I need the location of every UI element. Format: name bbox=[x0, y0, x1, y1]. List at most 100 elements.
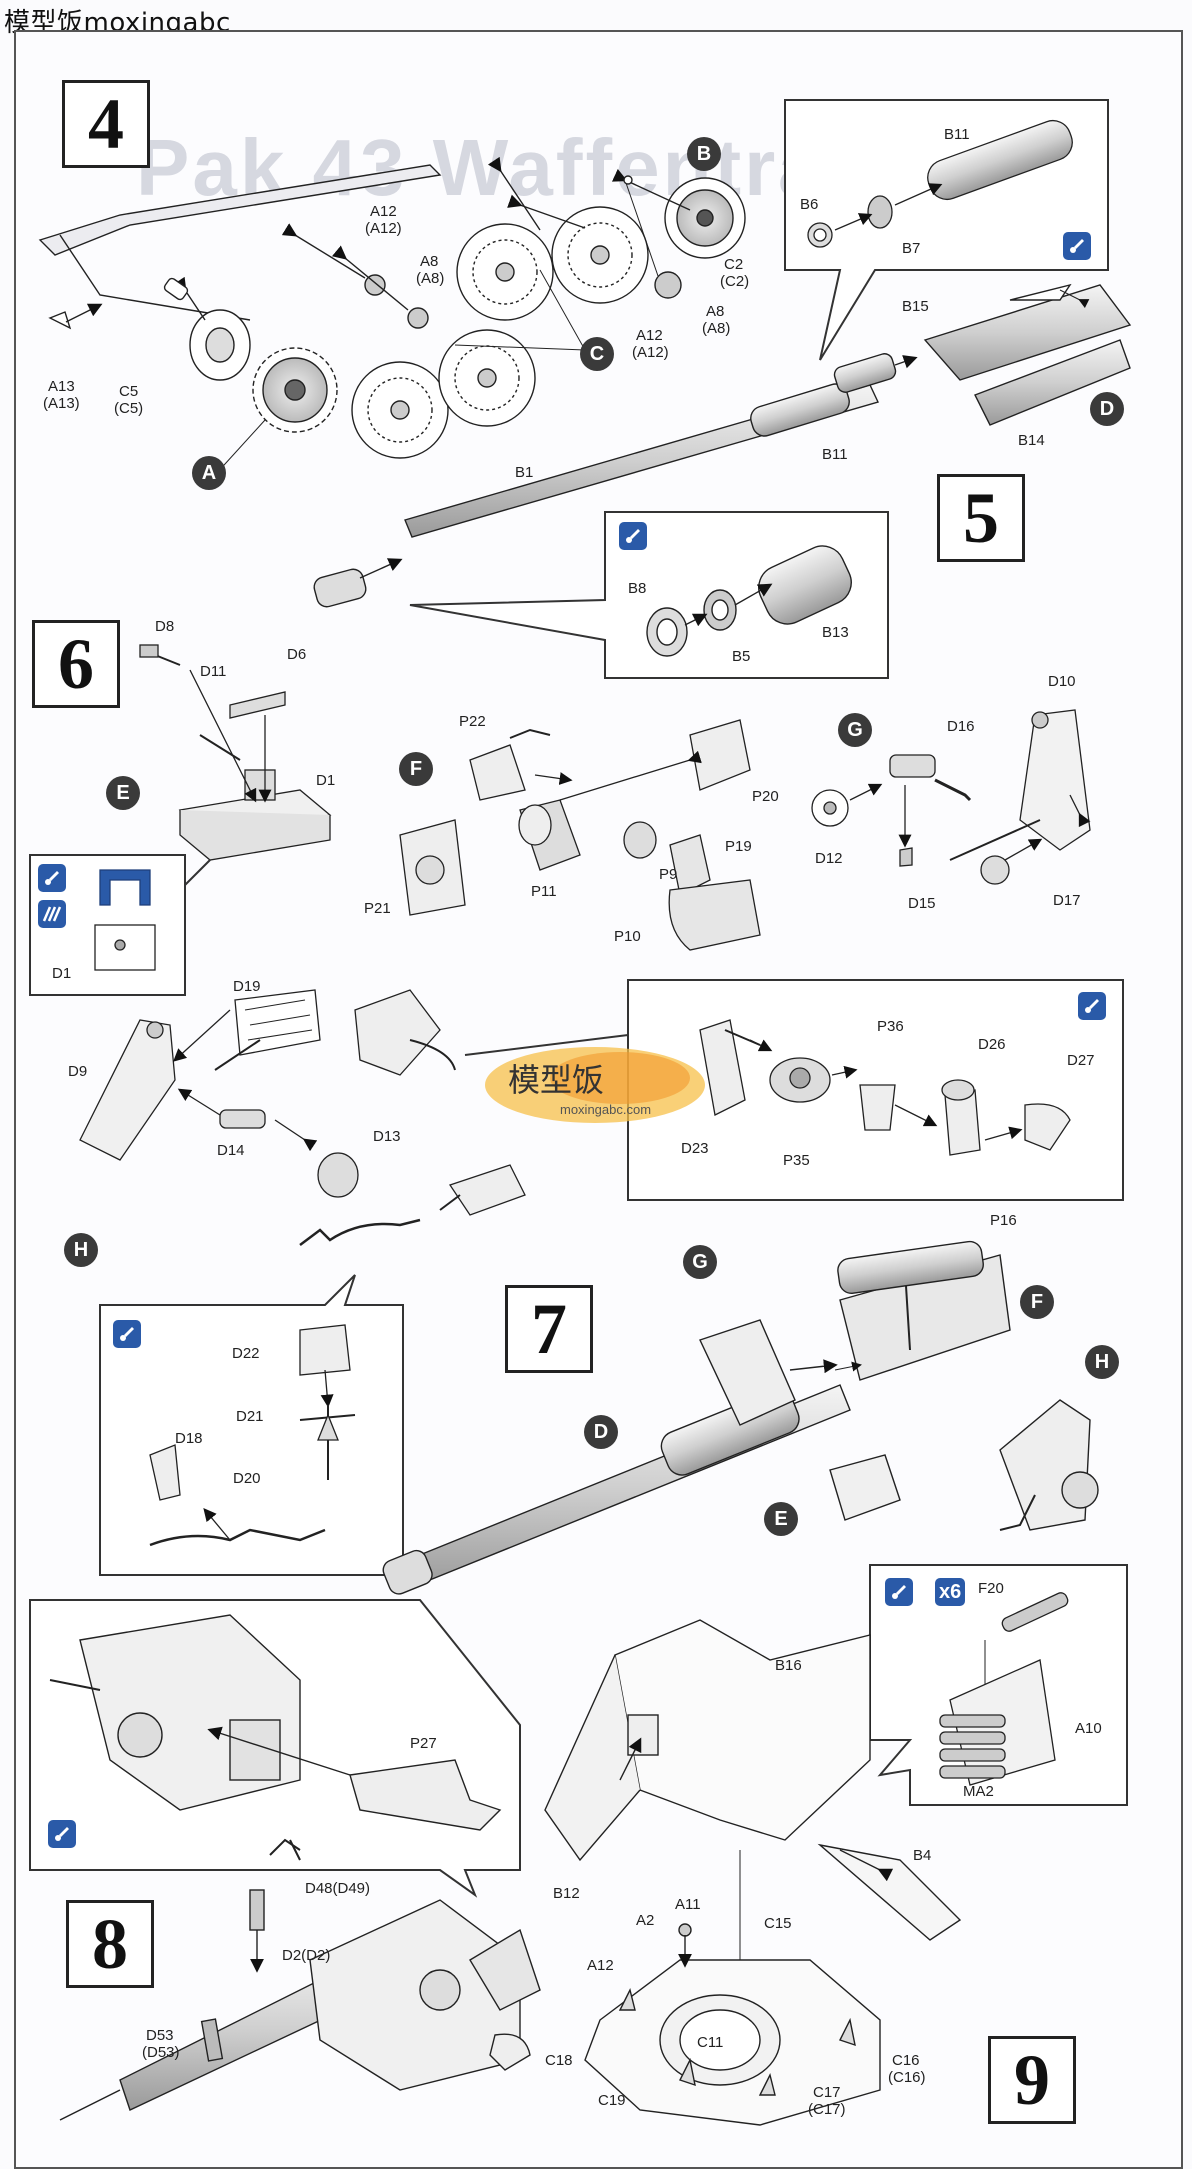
center-watermark-splash bbox=[485, 1047, 705, 1123]
sight-callout-art bbox=[627, 979, 1124, 1201]
badge-h: H bbox=[64, 1233, 98, 1267]
label-c2-paren: (C2) bbox=[720, 273, 750, 290]
label-c16-paren: (C16) bbox=[888, 2069, 926, 2086]
label-d8: D8 bbox=[155, 618, 175, 635]
step-number-5: 5 bbox=[937, 474, 1025, 562]
label-d18: D18 bbox=[175, 1430, 203, 1447]
label-b6: B6 bbox=[800, 196, 819, 213]
label-a2: A2 bbox=[636, 1912, 655, 1929]
label-b11: B11 bbox=[944, 126, 970, 143]
label-a12: A12 bbox=[370, 203, 397, 220]
step6-drawing bbox=[29, 644, 1091, 996]
label-c2: C2 bbox=[724, 256, 744, 273]
label-a13: A13 bbox=[48, 378, 75, 395]
label-d48-d49: D48(D49) bbox=[305, 1880, 371, 1897]
label-d27: D27 bbox=[1067, 1052, 1095, 1069]
label-p21: P21 bbox=[364, 900, 391, 917]
weathering-stripes-icon bbox=[38, 900, 66, 928]
label-d9: D9 bbox=[68, 1063, 88, 1080]
label-d53: D53 bbox=[146, 2027, 174, 2044]
label-b14: B14 bbox=[1018, 432, 1045, 449]
paint-brush-icon bbox=[1078, 992, 1106, 1020]
label-b15: B15 bbox=[902, 298, 929, 315]
label-d11: D11 bbox=[200, 663, 227, 680]
label-d23: D23 bbox=[681, 1140, 709, 1157]
label-p22: P22 bbox=[459, 713, 486, 730]
center-watermark-url: moxingabc.com bbox=[560, 1102, 652, 1117]
step8-gun-art bbox=[59, 1838, 541, 2121]
label-a12-c: A12 bbox=[587, 1957, 614, 1974]
label-a10: A10 bbox=[1075, 1720, 1102, 1737]
label-ma2: MA2 bbox=[963, 1783, 994, 1800]
h-callout-art bbox=[99, 1274, 404, 1576]
label-a8-paren: (A8) bbox=[416, 270, 445, 287]
label-p10: P10 bbox=[614, 928, 641, 945]
label-d17: D17 bbox=[1053, 892, 1081, 909]
step-number-4: 4 bbox=[62, 80, 150, 168]
label-b12: B12 bbox=[553, 1885, 580, 1902]
label-b11-b: B11 bbox=[822, 446, 848, 463]
label-c5-paren: (C5) bbox=[114, 400, 144, 417]
step7-drawing bbox=[382, 1240, 1099, 1595]
label-c17: C17 bbox=[813, 2084, 841, 2101]
label-d2-d2: D2(D2) bbox=[282, 1947, 331, 1964]
label-p36: P36 bbox=[877, 1018, 904, 1035]
label-c16: C16 bbox=[892, 2052, 920, 2069]
label-d15: D15 bbox=[908, 895, 936, 912]
badge-g-step7: G bbox=[683, 1245, 717, 1279]
label-d1: D1 bbox=[316, 772, 336, 789]
ammo-callout-art bbox=[869, 1564, 1128, 1806]
badge-h-step7: H bbox=[1085, 1345, 1119, 1379]
label-d1-b: D1 bbox=[52, 965, 72, 982]
step4-callout-art bbox=[784, 99, 1109, 361]
badge-g: G bbox=[838, 713, 872, 747]
label-a12-b: A12 bbox=[636, 327, 663, 344]
badge-c: C bbox=[580, 337, 614, 371]
badge-e-step7: E bbox=[764, 1502, 798, 1536]
label-a8-b: A8 bbox=[706, 303, 725, 320]
label-d10: D10 bbox=[1048, 673, 1076, 690]
label-p20: P20 bbox=[752, 788, 779, 805]
step-number-8: 8 bbox=[66, 1900, 154, 1988]
label-d16: D16 bbox=[947, 718, 975, 735]
paint-brush-icon bbox=[1063, 232, 1091, 260]
paint-brush-icon bbox=[619, 522, 647, 550]
label-b4: B4 bbox=[913, 1847, 932, 1864]
label-b13: B13 bbox=[822, 624, 849, 641]
multiplier-badge: x6 bbox=[935, 1578, 966, 1606]
step-number-7: 7 bbox=[505, 1285, 593, 1373]
center-watermark-cn: 模型饭 bbox=[508, 1061, 605, 1099]
label-d22: D22 bbox=[232, 1345, 260, 1362]
paint-brush-icon bbox=[113, 1320, 141, 1348]
badge-e: E bbox=[106, 776, 140, 810]
label-d12: D12 bbox=[815, 850, 843, 867]
label-p9: P9 bbox=[659, 866, 678, 883]
label-a12-paren: (A12) bbox=[365, 220, 402, 237]
step8-callout-art bbox=[29, 1599, 521, 1898]
paint-brush-icon bbox=[48, 1820, 76, 1848]
label-d6: D6 bbox=[287, 646, 307, 663]
label-d13: D13 bbox=[373, 1128, 401, 1145]
step-number-6: 6 bbox=[32, 620, 120, 708]
step5-drawing bbox=[313, 283, 1132, 679]
label-c18: C18 bbox=[545, 2052, 573, 2069]
label-p11: P11 bbox=[531, 883, 557, 900]
label-p16: P16 bbox=[990, 1212, 1017, 1229]
label-d53-paren: (D53) bbox=[142, 2044, 180, 2061]
label-f20: F20 bbox=[978, 1580, 1004, 1597]
paint-brush-icon bbox=[885, 1578, 913, 1606]
label-a8-b-paren: (A8) bbox=[702, 320, 731, 337]
label-c17-paren: (C17) bbox=[808, 2101, 846, 2118]
label-p35: P35 bbox=[783, 1152, 810, 1169]
label-d19: D19 bbox=[233, 978, 261, 995]
badge-f: F bbox=[399, 752, 433, 786]
label-a11: A11 bbox=[675, 1896, 701, 1913]
label-d21: D21 bbox=[236, 1408, 264, 1425]
step4-drawing bbox=[38, 156, 746, 476]
label-d14: D14 bbox=[217, 1142, 245, 1159]
label-b1: B1 bbox=[515, 464, 534, 481]
label-c5: C5 bbox=[119, 383, 139, 400]
label-c15: C15 bbox=[764, 1915, 792, 1932]
